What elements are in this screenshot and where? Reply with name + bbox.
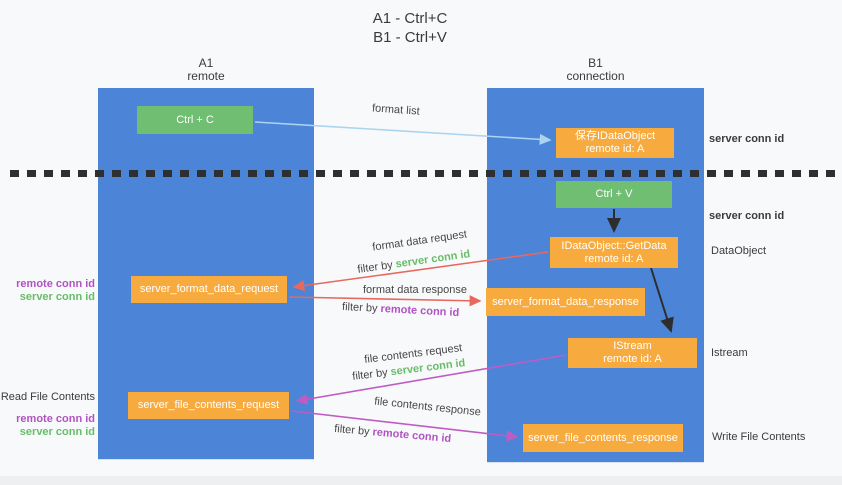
label-read-file-contents: Read File Contents: [0, 391, 95, 403]
remote-conn-id-text: remote conn id: [16, 278, 95, 290]
filter-by-text: filter by: [351, 366, 389, 383]
label-istream: Istream: [711, 347, 748, 359]
column-b-name: B1: [588, 56, 603, 70]
server-conn-id-text: server conn id: [394, 248, 471, 271]
title-line-b1: B1 - Ctrl+V: [373, 29, 447, 46]
filter-by-text: filter by: [333, 422, 371, 438]
column-a-sub: remote: [187, 69, 225, 83]
node-ctrl-v: Ctrl + V: [556, 181, 672, 208]
node-format-request-label: server_format_data_request: [139, 283, 279, 295]
left-conn-id-pair-1: remote conn id server conn id: [0, 278, 95, 304]
server-conn-id-text: server conn id: [19, 426, 95, 438]
node-getdata-line1: IDataObject::GetData: [561, 239, 667, 252]
left-conn-id-pair-2: remote conn id server conn id: [0, 413, 95, 439]
filter-by-text: filter by: [356, 259, 394, 276]
right-server-conn-id-1: server conn id: [709, 133, 785, 145]
node-format-response-label: server_format_data_response: [492, 295, 639, 308]
dotted-divider: [10, 170, 836, 177]
node-ctrl-v-label: Ctrl + V: [595, 188, 633, 200]
node-ctrl-c: Ctrl + C: [137, 106, 253, 134]
remote-conn-id-text: remote conn id: [372, 426, 452, 446]
diagram-title: A1 - Ctrl+C B1 - Ctrl+V: [310, 9, 510, 47]
node-ctrl-c-label: Ctrl + C: [176, 113, 214, 126]
title-line-a1: A1 - Ctrl+C: [372, 10, 448, 27]
server-conn-id-text: server conn id: [19, 291, 95, 303]
arrow-format-data-response: [288, 295, 482, 307]
column-b-header: B1 connection: [487, 57, 704, 83]
label-format-list: format list: [371, 102, 421, 118]
node-save-idataobject-line1: 保存IDataObject: [574, 130, 656, 142]
node-save-idataobject: 保存IDataObject remote id: A: [556, 128, 674, 158]
label-file-contents-response: file contents response: [373, 395, 482, 419]
node-istream-line1: IStream: [613, 340, 652, 352]
node-server-file-contents-response: server_file_contents_response: [523, 424, 683, 452]
label-dataobject: DataObject: [711, 245, 767, 257]
node-server-file-contents-request: server_file_contents_request: [128, 392, 289, 419]
column-b-sub: connection: [566, 69, 625, 83]
remote-conn-id-text: remote conn id: [16, 413, 95, 425]
filter-by-text: filter by: [341, 300, 378, 315]
node-istream: IStream remote id: A: [568, 338, 697, 368]
right-server-conn-id-2: server conn id: [709, 210, 785, 222]
node-server-format-data-response: server_format_data_response: [486, 288, 645, 316]
label-write-file-contents: Write File Contents: [712, 431, 806, 443]
node-getdata-line2: remote id: A: [584, 252, 644, 265]
node-file-response-label: server_file_contents_response: [528, 431, 678, 444]
node-server-format-data-request: server_format_data_request: [131, 276, 287, 303]
node-istream-line2: remote id: A: [603, 353, 662, 365]
remote-conn-id-text: remote conn id: [380, 302, 460, 320]
node-save-idataobject-line2: remote id: A: [585, 143, 645, 155]
node-file-request-label: server_file_contents_request: [137, 399, 280, 411]
column-a-header: A1 remote: [98, 57, 314, 83]
bottom-edge-strip: [0, 476, 842, 485]
node-idataobject-getdata: IDataObject::GetData remote id: A: [550, 237, 678, 268]
column-a-name: A1: [198, 56, 214, 70]
label-format-data-response: format data response: [363, 284, 467, 296]
